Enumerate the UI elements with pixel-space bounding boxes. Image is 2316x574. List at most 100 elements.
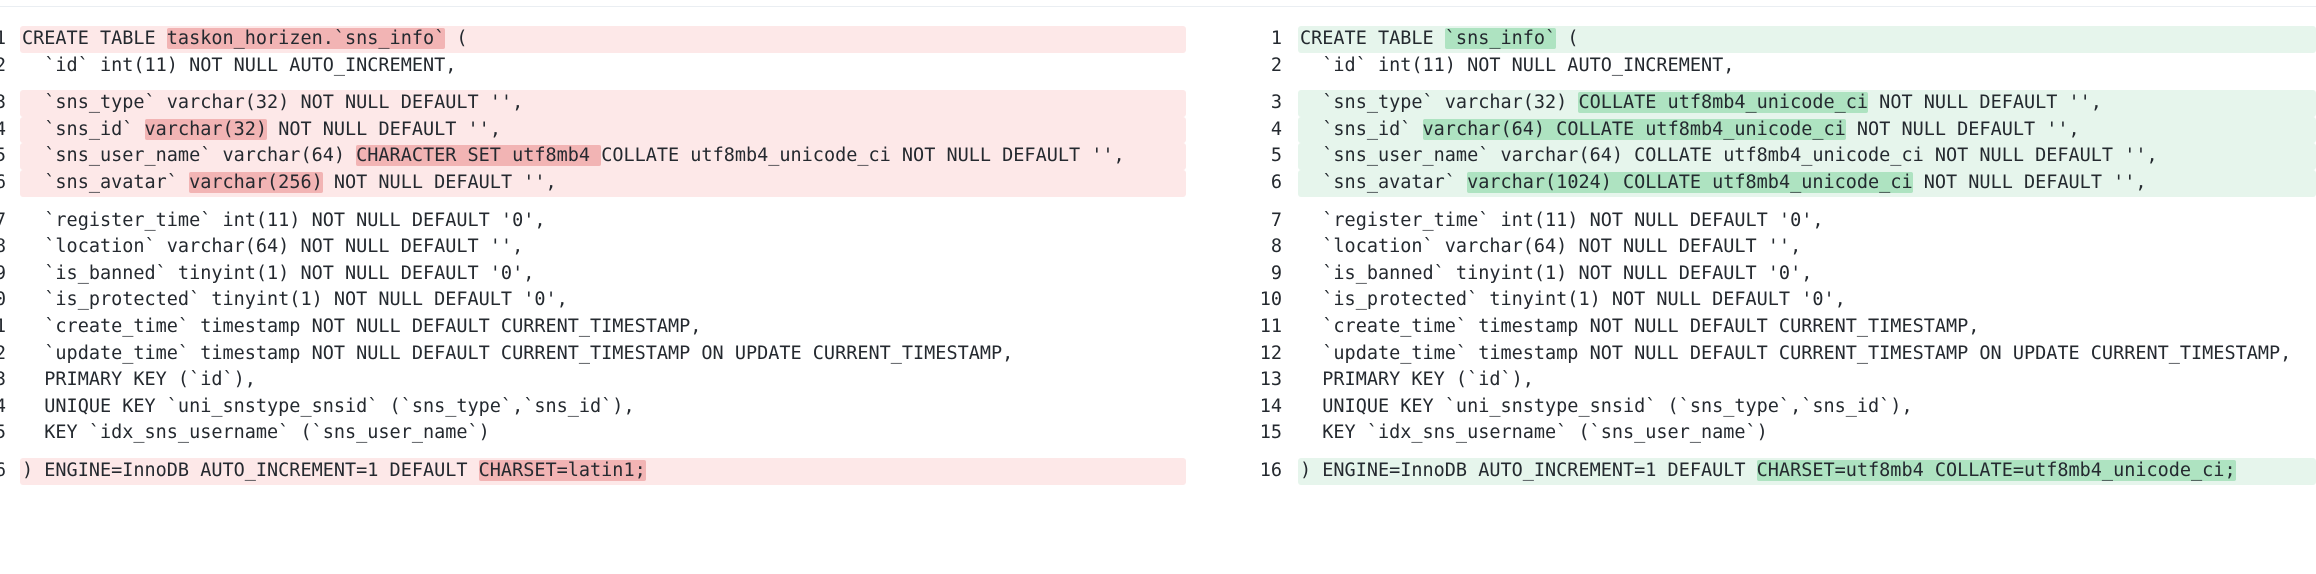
hunk-gap (1252, 197, 2316, 208)
line-number: 1 (0, 315, 6, 337)
code-text: `id` int(11) NOT NULL AUTO_INCREMENT, (22, 54, 457, 76)
code-line: `sns_type` varchar(32) COLLATE utf8mb4_u… (1298, 90, 2316, 117)
code-text: NOT NULL DEFAULT '', (267, 118, 501, 140)
code-text: NOT NULL DEFAULT '', (1868, 92, 2102, 114)
line-number: 0 (0, 289, 6, 311)
code-text: ( (445, 28, 468, 49)
code-line: `location` varchar(64) NOT NULL DEFAULT … (20, 234, 1186, 261)
diff-line: 15 KEY `idx_sns_username` (`sns_user_nam… (1252, 420, 2316, 447)
code-text: `create_time` timestamp NOT NULL DEFAULT… (1300, 315, 1980, 337)
code-text: ) ENGINE=InnoDB AUTO_INCREMENT=1 DEFAULT (1300, 459, 1757, 481)
code-text: `is_banned` tinyint(1) NOT NULL DEFAULT … (22, 262, 535, 284)
code-text: PRIMARY KEY (`id`), (1300, 369, 1534, 391)
diff-highlight: CHARACTER SET utf8mb4 (356, 145, 602, 167)
hunk-gap (1252, 447, 2316, 458)
line-number: 14 (1259, 395, 1282, 417)
code-line: `is_banned` tinyint(1) NOT NULL DEFAULT … (20, 261, 1186, 288)
line-number: 5 (1270, 145, 1282, 167)
code-text: `sns_id` (1300, 118, 1423, 140)
line-number: 4 (0, 118, 6, 140)
line-number: 4 (1270, 118, 1282, 140)
code-line: `is_protected` tinyint(1) NOT NULL DEFAU… (1298, 287, 2316, 314)
diff-line-changed: 16) ENGINE=InnoDB AUTO_INCREMENT=1 DEFAU… (1252, 457, 2316, 485)
code-text: CREATE TABLE (22, 28, 167, 49)
line-number: 8 (0, 236, 6, 258)
line-number: 2 (1270, 54, 1282, 76)
diff-line-changed: 3 `sns_type` varchar(32) COLLATE utf8mb4… (1252, 90, 2316, 117)
code-line: `sns_id` varchar(32) NOT NULL DEFAULT ''… (20, 116, 1186, 144)
diff-pane-original: 1 CREATE TABLE taskon_horizen.`sns_info` … (0, 26, 1186, 485)
code-line: `sns_avatar` varchar(256) NOT NULL DEFAU… (20, 169, 1186, 197)
code-text: UNIQUE KEY `uni_snstype_snsid` (`sns_typ… (22, 395, 635, 417)
line-number: 3 (0, 92, 6, 114)
code-line: `is_protected` tinyint(1) NOT NULL DEFAU… (20, 287, 1186, 314)
diff-line: 2 `id` int(11) NOT NULL AUTO_INCREMENT, (0, 53, 1186, 80)
diff-line-changed: 6) ENGINE=InnoDB AUTO_INCREMENT=1 DEFAUL… (0, 457, 1186, 485)
code-text: `register_time` int(11) NOT NULL DEFAULT… (22, 209, 546, 231)
diff-line: 9 `is_banned` tinyint(1) NOT NULL DEFAUL… (1252, 261, 2316, 288)
code-text: `is_banned` tinyint(1) NOT NULL DEFAULT … (1300, 262, 1813, 284)
line-number: 7 (1270, 209, 1282, 231)
diff-highlight: varchar(64) COLLATE utf8mb4_unicode_ci (1422, 118, 1846, 140)
code-line: `sns_user_name` varchar(64) CHARACTER SE… (20, 143, 1186, 170)
line-number: 9 (1270, 262, 1282, 284)
diff-line: 7 `register_time` int(11) NOT NULL DEFAU… (1252, 208, 2316, 235)
diff-highlight: taskon_horizen.`sns_info` (166, 28, 446, 49)
diff-line: 4 UNIQUE KEY `uni_snstype_snsid` (`sns_t… (0, 394, 1186, 421)
line-number: 3 (0, 369, 6, 391)
diff-line-changed: 6 `sns_avatar` varchar(256) NOT NULL DEF… (0, 169, 1186, 197)
code-text: `update_time` timestamp NOT NULL DEFAULT… (22, 342, 1014, 364)
code-text: PRIMARY KEY (`id`), (22, 369, 256, 391)
diff-line-changed: 5 `sns_user_name` varchar(64) COLLATE ut… (1252, 143, 2316, 170)
line-number: 1 (1270, 28, 1282, 49)
diff-line: 13 PRIMARY KEY (`id`), (1252, 367, 2316, 394)
diff-line: 11 `create_time` timestamp NOT NULL DEFA… (1252, 314, 2316, 341)
line-number: 13 (1259, 369, 1282, 391)
code-line: `sns_user_name` varchar(64) COLLATE utf8… (1298, 143, 2316, 170)
code-line: `create_time` timestamp NOT NULL DEFAULT… (20, 314, 1186, 341)
code-text: `is_protected` tinyint(1) NOT NULL DEFAU… (22, 289, 568, 311)
code-line: `update_time` timestamp NOT NULL DEFAULT… (1298, 341, 2316, 368)
code-line: `is_banned` tinyint(1) NOT NULL DEFAULT … (1298, 261, 2316, 288)
line-number: 10 (1259, 289, 1282, 311)
code-text: COLLATE utf8mb4_unicode_ci NOT NULL DEFA… (601, 145, 1125, 167)
hunk-gap (0, 79, 1186, 90)
diff-line-changed: 5 `sns_user_name` varchar(64) CHARACTER … (0, 143, 1186, 170)
code-text: `sns_type` varchar(32) (1300, 92, 1579, 114)
code-text: `sns_id` (22, 118, 145, 140)
line-number: 1 (0, 28, 6, 49)
diff-line-changed: 4 `sns_id` varchar(64) COLLATE utf8mb4_u… (1252, 116, 2316, 144)
code-text: UNIQUE KEY `uni_snstype_snsid` (`sns_typ… (1300, 395, 1913, 417)
code-text: `update_time` timestamp NOT NULL DEFAULT… (1300, 342, 2292, 364)
line-number: 2 (0, 342, 6, 364)
line-number: 5 (0, 145, 6, 167)
diff-line: 10 `is_protected` tinyint(1) NOT NULL DE… (1252, 287, 2316, 314)
code-text: `location` varchar(64) NOT NULL DEFAULT … (1300, 236, 1802, 258)
diff-line: 2 `id` int(11) NOT NULL AUTO_INCREMENT, (1252, 53, 2316, 80)
diff-line: 2 `update_time` timestamp NOT NULL DEFAU… (0, 341, 1186, 368)
code-text: `is_protected` tinyint(1) NOT NULL DEFAU… (1300, 289, 1846, 311)
code-line: `id` int(11) NOT NULL AUTO_INCREMENT, (1298, 53, 2316, 80)
diff-line-changed: 4 `sns_id` varchar(32) NOT NULL DEFAULT … (0, 116, 1186, 144)
code-line: UNIQUE KEY `uni_snstype_snsid` (`sns_typ… (1298, 394, 2316, 421)
code-line: CREATE TABLE taskon_horizen.`sns_info` ( (20, 26, 1186, 53)
line-number: 9 (0, 262, 6, 284)
code-text: CREATE TABLE (1300, 28, 1445, 49)
code-line: `sns_type` varchar(32) NOT NULL DEFAULT … (20, 90, 1186, 117)
line-number: 3 (1270, 92, 1282, 114)
diff-highlight: varchar(32) (144, 118, 268, 140)
line-number: 6 (0, 459, 6, 481)
line-number: 12 (1259, 342, 1282, 364)
code-line: ) ENGINE=InnoDB AUTO_INCREMENT=1 DEFAULT… (1298, 457, 2316, 485)
line-number: 5 (0, 422, 6, 444)
diff-highlight: varchar(1024) COLLATE utf8mb4_unicode_ci (1467, 171, 1913, 193)
diff-line: 12 `update_time` timestamp NOT NULL DEFA… (1252, 341, 2316, 368)
code-line: CREATE TABLE `sns_info` ( (1298, 26, 2316, 53)
code-text: `create_time` timestamp NOT NULL DEFAULT… (22, 315, 702, 337)
code-line: PRIMARY KEY (`id`), (1298, 367, 2316, 394)
line-number: 11 (1259, 315, 1282, 337)
hunk-gap (0, 197, 1186, 208)
diff-line: 8 `location` varchar(64) NOT NULL DEFAUL… (1252, 234, 2316, 261)
code-text: `sns_avatar` (1300, 171, 1468, 193)
